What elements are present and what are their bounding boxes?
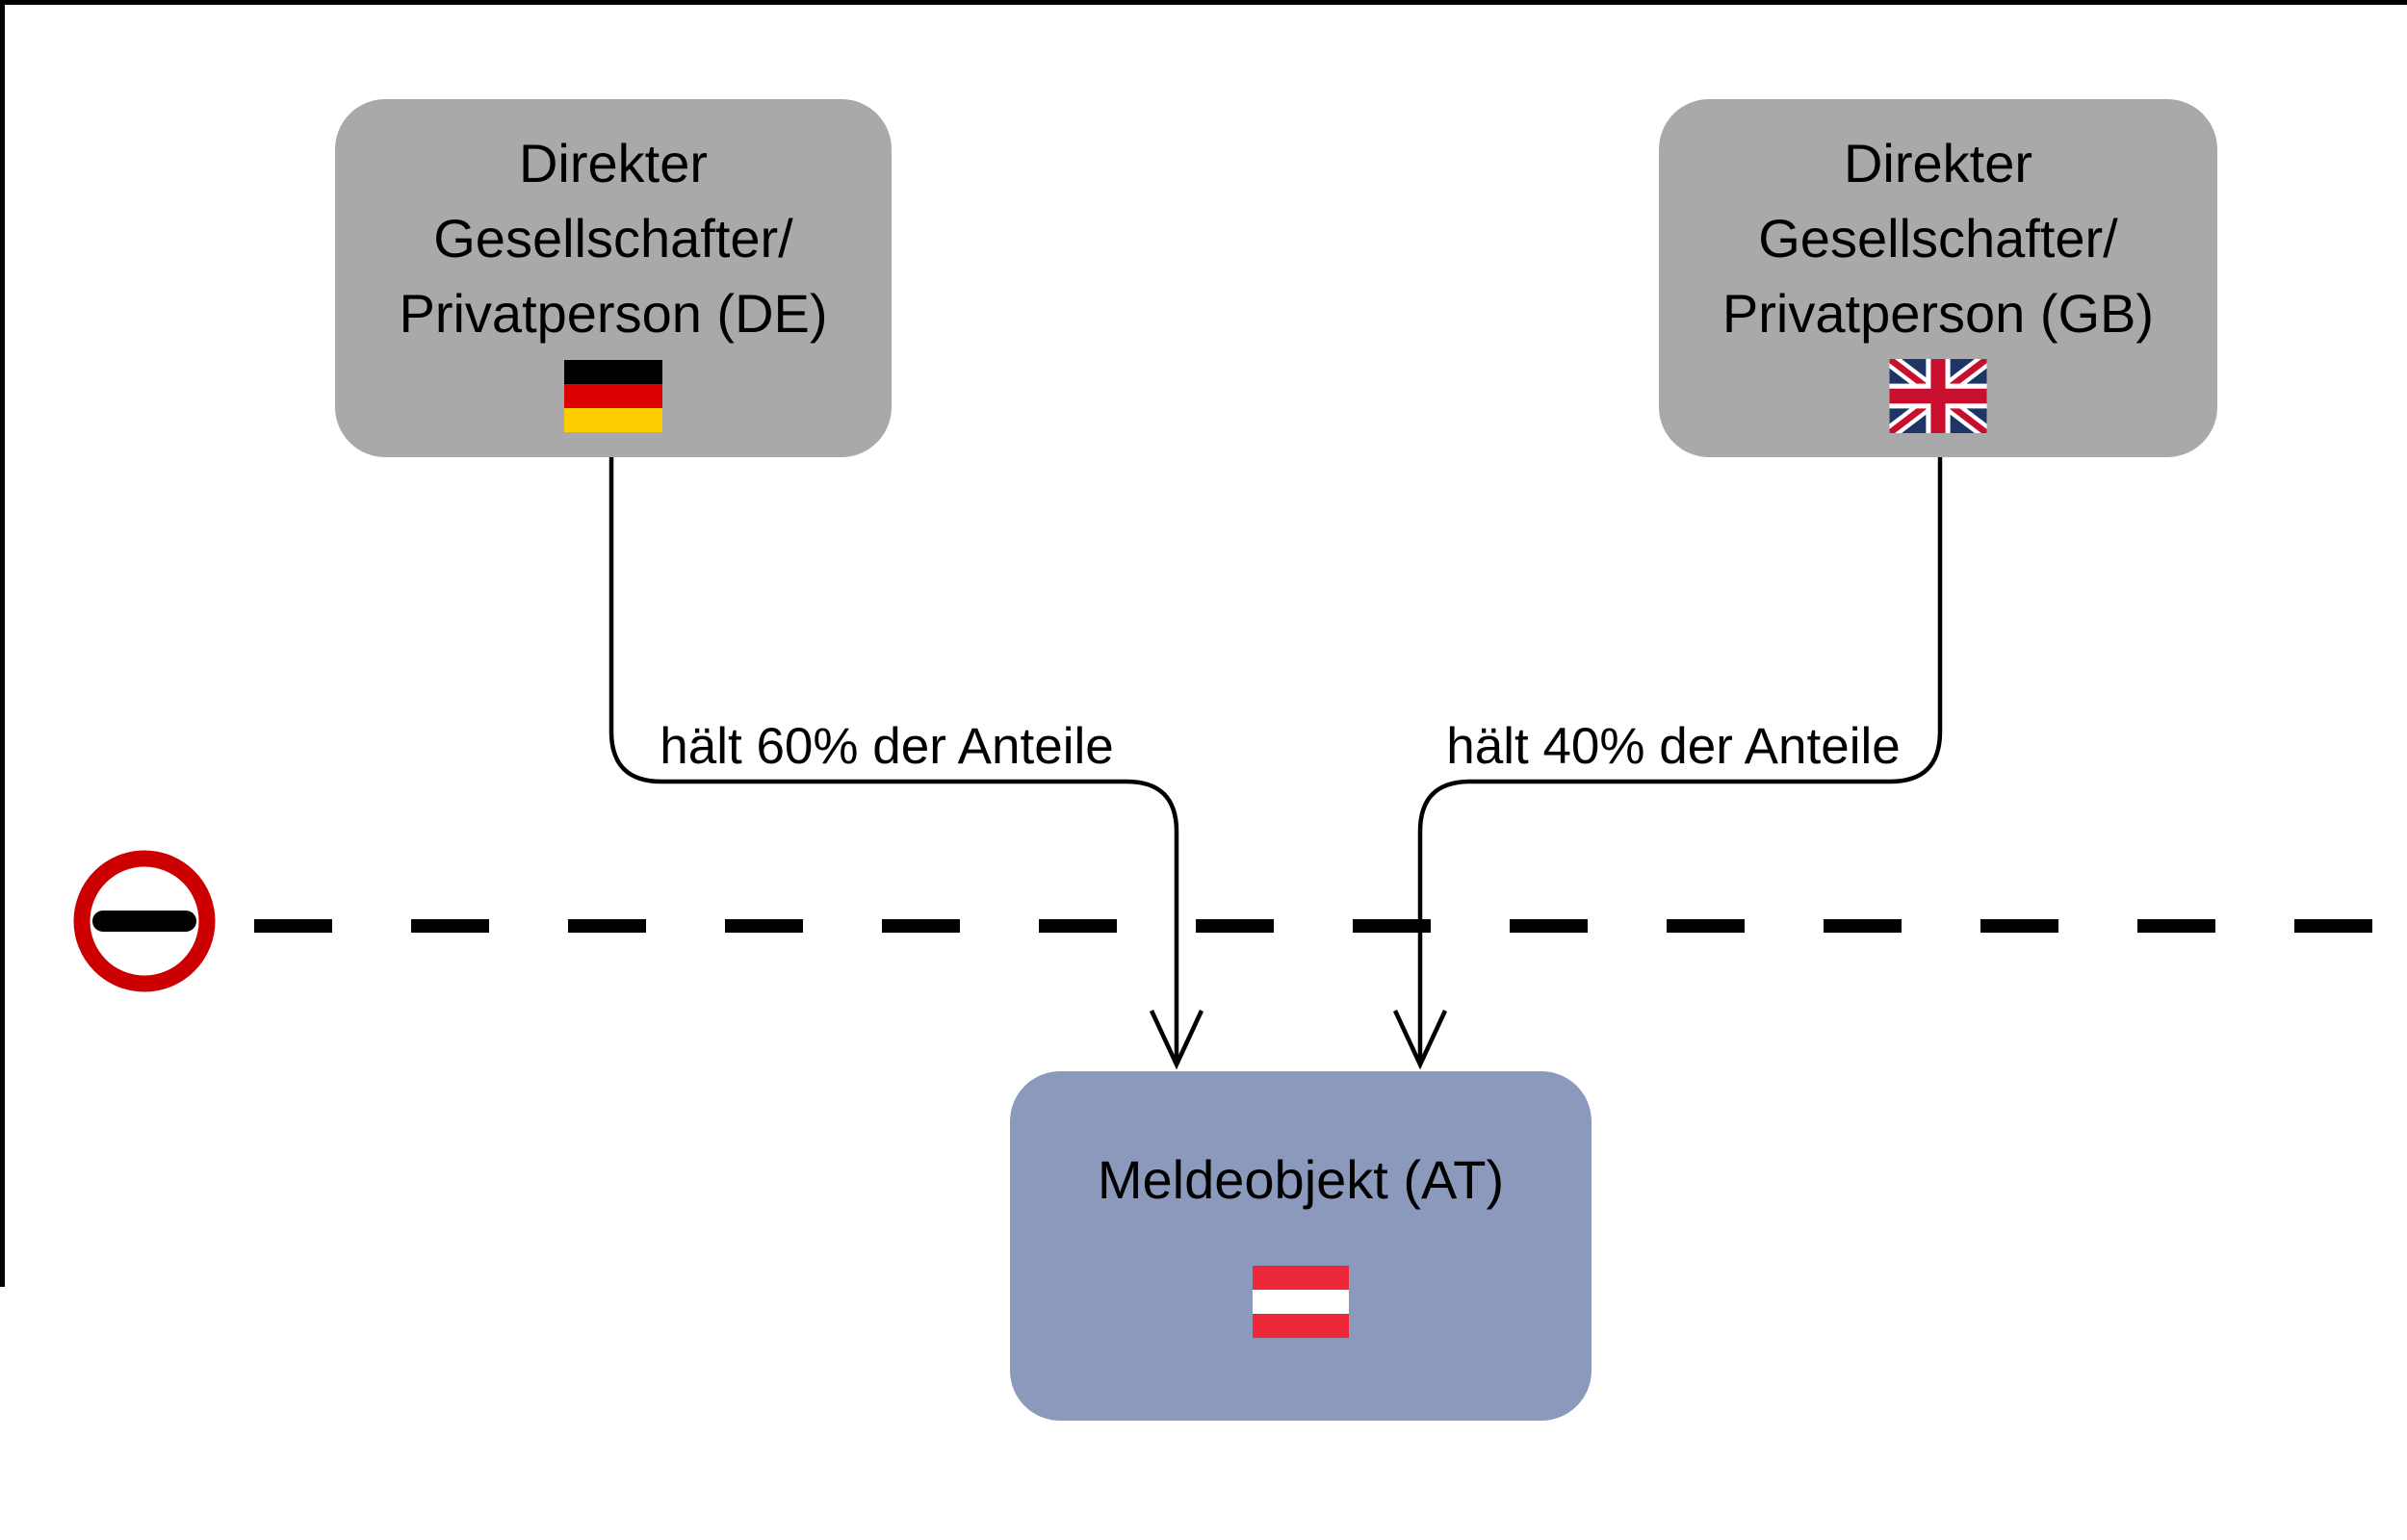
arrowhead-icon — [1149, 1010, 1204, 1070]
uk-flag-icon — [1889, 359, 1987, 433]
node-shareholder-de-label: Direkter Gesellschafter/ Privatperson (D… — [399, 133, 828, 344]
germany-flag-icon — [564, 360, 662, 432]
country-boundary-dashed-line — [254, 919, 2407, 933]
node-shareholder-gb-label: Direkter Gesellschafter/ Privatperson (G… — [1721, 133, 2155, 344]
austria-flag-icon — [1253, 1266, 1349, 1338]
node-meldeobjekt-at: Meldeobjekt (AT) — [1010, 1071, 1592, 1421]
page-border-top — [0, 0, 2407, 5]
edge-label-40-percent: hält 40% der Anteile — [1446, 718, 1901, 775]
page-border-left — [0, 0, 5, 1287]
no-entry-icon — [73, 850, 216, 992]
arrowhead-icon — [1392, 1010, 1448, 1070]
node-shareholder-gb: Direkter Gesellschafter/ Privatperson (G… — [1659, 99, 2217, 457]
node-meldeobjekt-at-label: Meldeobjekt (AT) — [1097, 1149, 1505, 1210]
node-shareholder-de: Direkter Gesellschafter/ Privatperson (D… — [335, 99, 892, 457]
edge-label-60-percent: hält 60% der Anteile — [660, 718, 1114, 775]
